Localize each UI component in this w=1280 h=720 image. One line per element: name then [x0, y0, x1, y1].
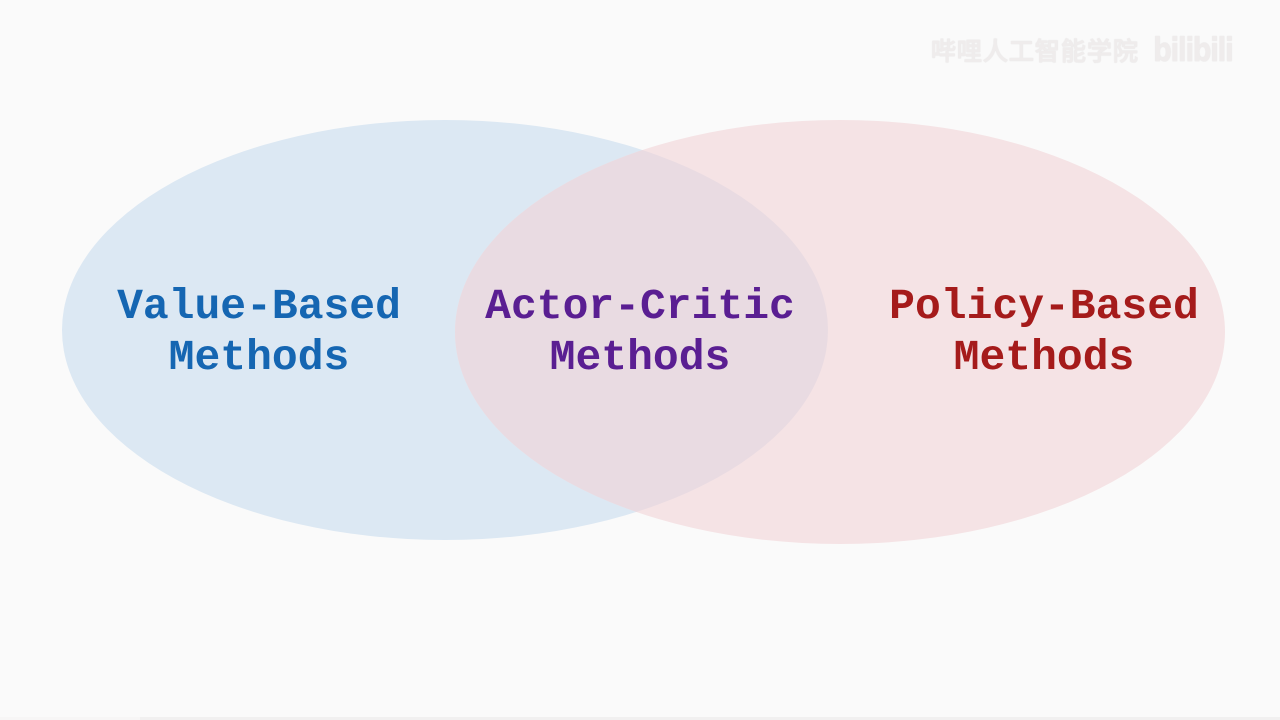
label-policy-based: Policy-Based Methods: [854, 280, 1234, 384]
label-value-based-line2: Methods: [168, 333, 350, 382]
label-value-based-line1: Value-Based: [117, 282, 401, 331]
bottom-edge-line: [0, 717, 1280, 720]
label-actor-critic: Actor-Critic Methods: [450, 280, 830, 384]
label-actor-critic-line2: Methods: [549, 333, 731, 382]
label-policy-based-line1: Policy-Based: [889, 282, 1199, 331]
bilibili-logo: bilibili: [1152, 30, 1234, 69]
watermark: 哔哩人工智能学院 bilibili: [931, 30, 1252, 69]
watermark-text: 哔哩人工智能学院: [930, 37, 1139, 66]
label-actor-critic-line1: Actor-Critic: [485, 282, 795, 331]
label-value-based: Value-Based Methods: [69, 280, 449, 384]
label-policy-based-line2: Methods: [953, 333, 1135, 382]
